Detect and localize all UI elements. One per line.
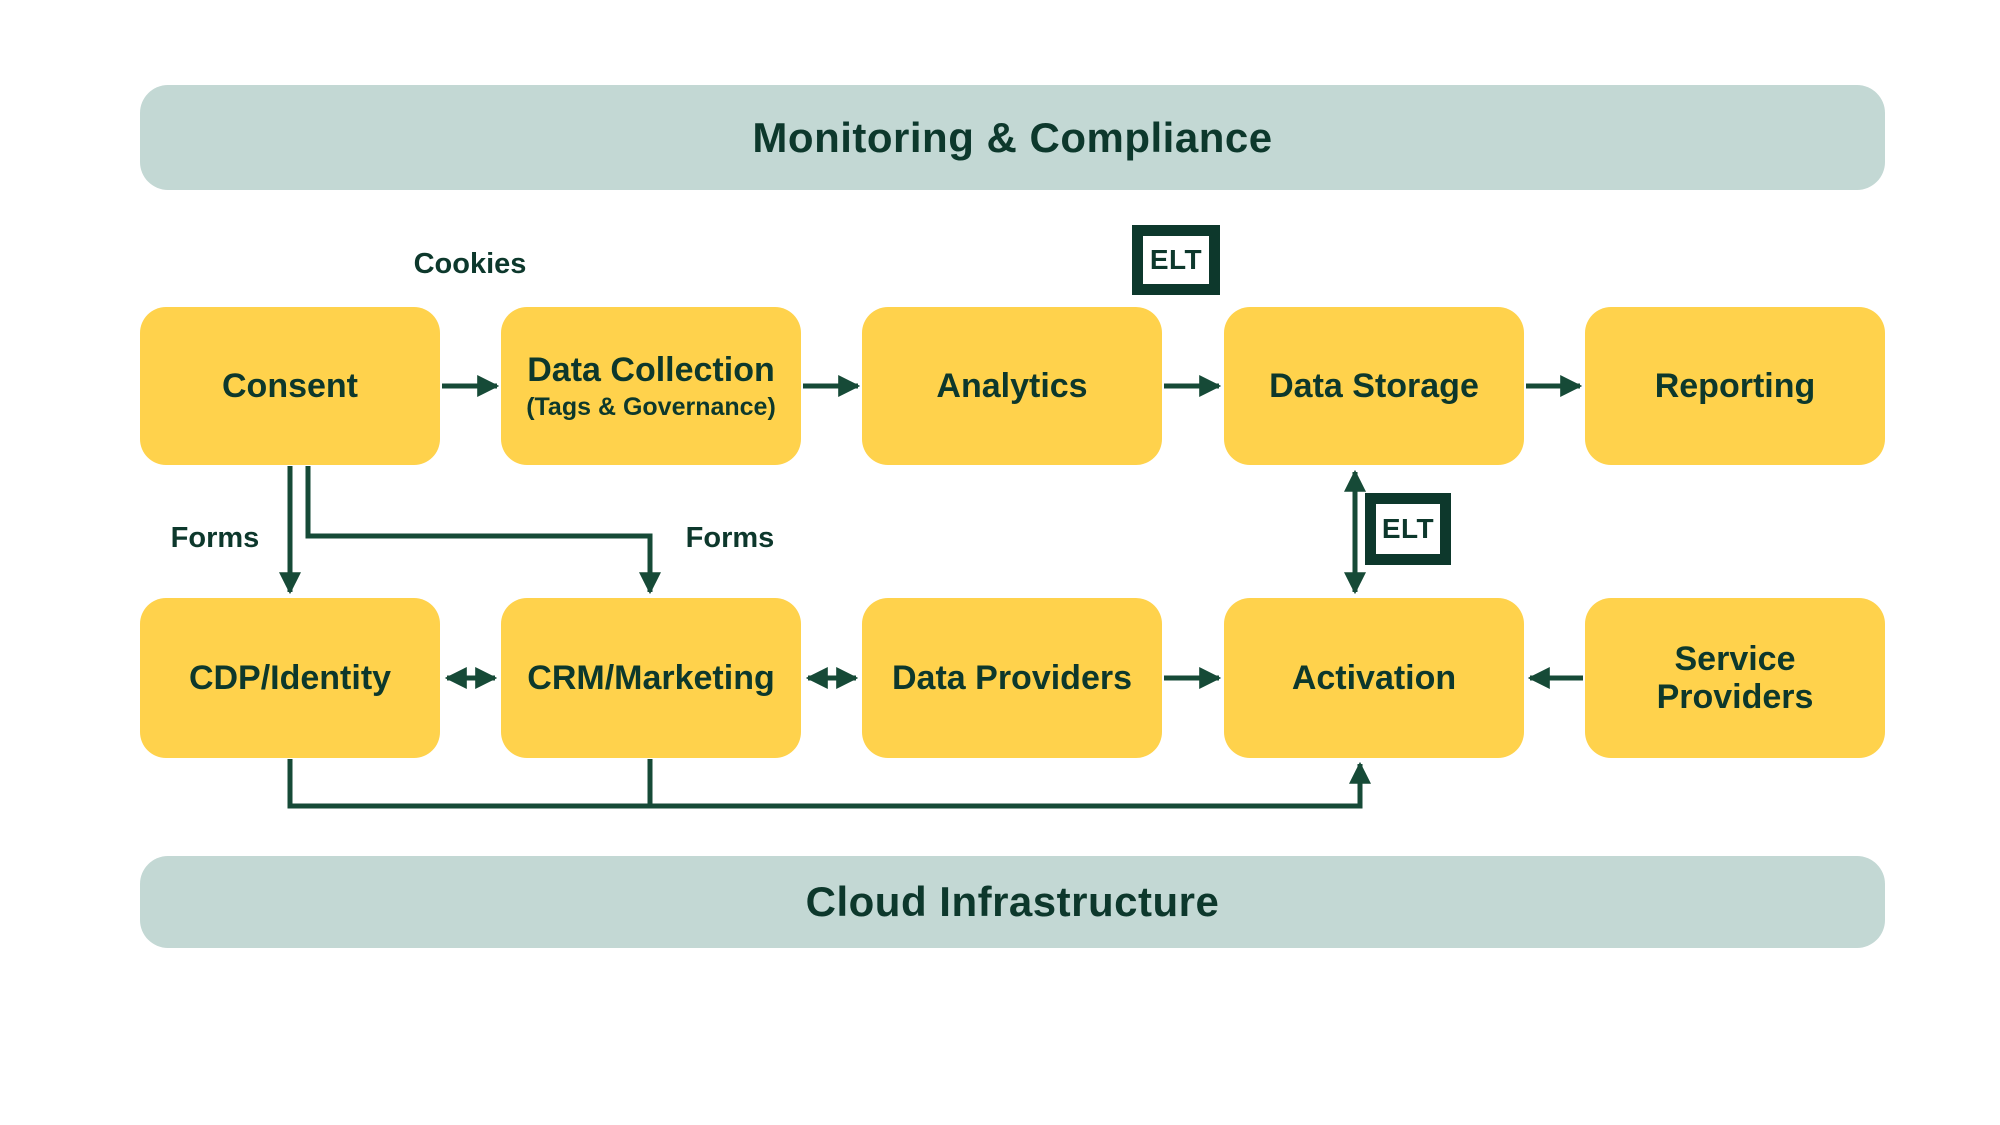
node-data-providers: Data Providers bbox=[862, 598, 1162, 758]
node-activation-label: Activation bbox=[1291, 658, 1457, 697]
node-data-collection: Data Collection (Tags & Governance) bbox=[501, 307, 801, 465]
node-analytics-label: Analytics bbox=[936, 366, 1088, 405]
node-crm-marketing: CRM/Marketing bbox=[501, 598, 801, 758]
elt-badge-storage-activation: ELT bbox=[1365, 493, 1451, 565]
edge-label-forms-to-crm: Forms bbox=[685, 522, 775, 554]
node-activation: Activation bbox=[1224, 598, 1524, 758]
node-crm-marketing-label: CRM/Marketing bbox=[527, 658, 775, 697]
node-data-collection-sublabel: (Tags & Governance) bbox=[526, 393, 776, 422]
node-data-collection-label: Data Collection bbox=[527, 350, 775, 389]
node-consent: Consent bbox=[140, 307, 440, 465]
banner-monitoring-compliance: Monitoring & Compliance bbox=[140, 85, 1885, 190]
banner-cloud-infrastructure-label: Cloud Infrastructure bbox=[805, 878, 1220, 925]
node-cdp-identity: CDP/Identity bbox=[140, 598, 440, 758]
banner-cloud-infrastructure: Cloud Infrastructure bbox=[140, 856, 1885, 948]
node-analytics: Analytics bbox=[862, 307, 1162, 465]
arrow-bottom-connector-to-activation bbox=[287, 759, 1372, 809]
elt-badge-label: ELT bbox=[1143, 236, 1209, 284]
node-data-storage-label: Data Storage bbox=[1269, 366, 1479, 405]
node-service-providers: Service Providers bbox=[1585, 598, 1885, 758]
node-reporting-label: Reporting bbox=[1654, 366, 1816, 405]
elt-badge-label: ELT bbox=[1376, 504, 1440, 554]
elt-badge-analytics-to-storage: ELT bbox=[1132, 225, 1220, 295]
node-cdp-identity-label: CDP/Identity bbox=[188, 658, 392, 697]
node-service-providers-label: Service Providers bbox=[1656, 639, 1814, 716]
node-reporting: Reporting bbox=[1585, 307, 1885, 465]
banner-monitoring-compliance-label: Monitoring & Compliance bbox=[752, 113, 1273, 161]
edge-label-forms-to-cdp: Forms bbox=[170, 522, 260, 554]
edge-label-cookies: Cookies bbox=[413, 248, 527, 280]
node-consent-label: Consent bbox=[222, 366, 358, 405]
node-data-providers-label: Data Providers bbox=[892, 658, 1132, 697]
arrow-consent-to-crm-forms bbox=[305, 466, 662, 595]
node-data-storage: Data Storage bbox=[1224, 307, 1524, 465]
